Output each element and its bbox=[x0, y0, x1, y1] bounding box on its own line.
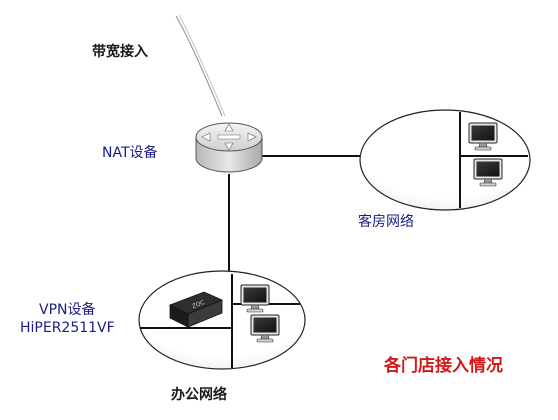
office-network-cluster bbox=[138, 270, 306, 370]
vpn-box-label: ZOC bbox=[191, 299, 206, 310]
guest-room-network-label: 客房网络 bbox=[358, 214, 414, 230]
office-network-label: 办公网络 bbox=[171, 387, 227, 403]
nat-device-label: NAT设备 bbox=[102, 145, 158, 161]
vpn-device-icon: ZOC bbox=[169, 291, 224, 328]
guest-room-network-cluster bbox=[359, 109, 531, 211]
broadband-link-icon bbox=[175, 14, 226, 117]
broadband-access-label: 带宽接入 bbox=[92, 44, 148, 60]
nat-router-icon bbox=[195, 122, 263, 173]
vpn-device-label: VPN设备 bbox=[39, 302, 96, 318]
diagram-title: 各门店接入情况 bbox=[384, 356, 503, 376]
vpn-model-label: HiPER2511VF bbox=[20, 320, 115, 336]
